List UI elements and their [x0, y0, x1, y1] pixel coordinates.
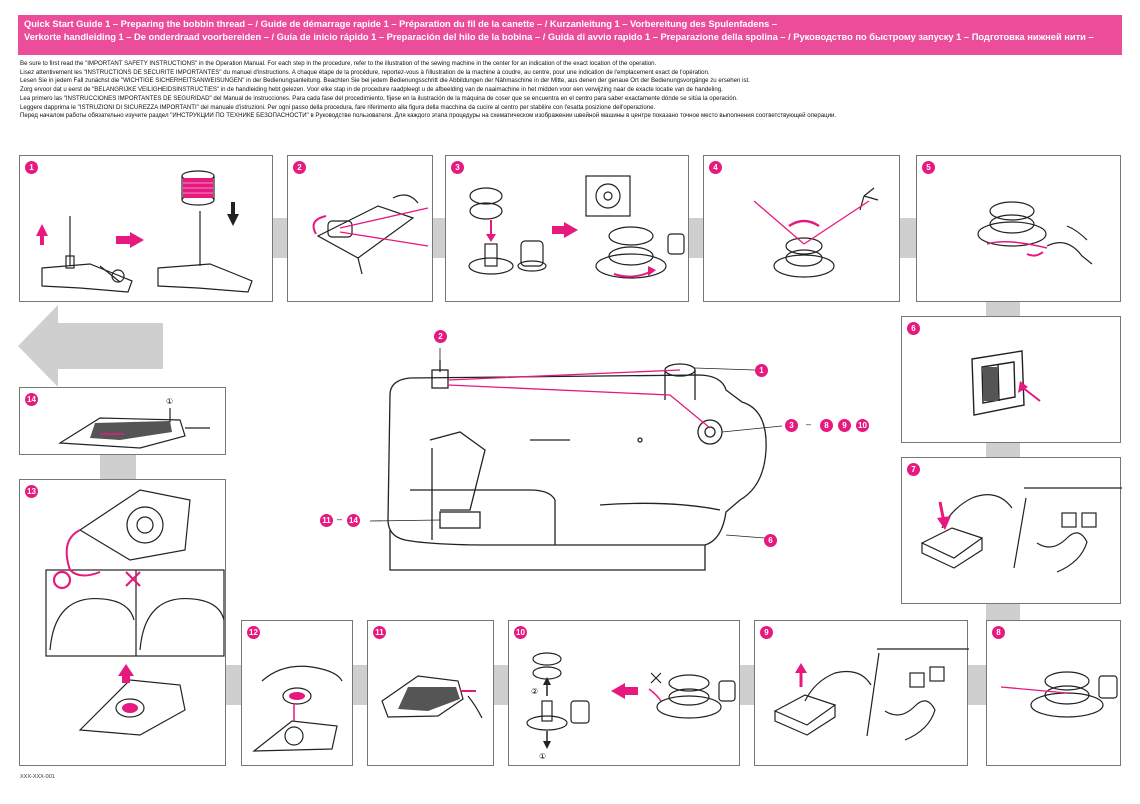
bobbin-removal-illustration: ② ①	[526, 652, 736, 761]
step-1-badge: 1	[25, 161, 38, 174]
bobbin-thread-pull-illustration: ①	[58, 397, 210, 449]
bobbin-winding-illustration	[1000, 671, 1118, 718]
connector	[740, 665, 754, 705]
step-11-badge: 11	[373, 626, 386, 639]
intro-line-it: Leggere dapprima le "ISTRUZIONI DI SICUR…	[20, 103, 656, 111]
connector	[986, 302, 1020, 316]
machine-label-14: 14	[347, 514, 360, 527]
spool-pin-illustration	[36, 170, 253, 293]
step-10-mark-1: ①	[539, 752, 546, 761]
step-9-badge: 9	[760, 626, 773, 639]
intro-line-ru: Перед началом работы обязательно изучите…	[20, 112, 837, 120]
thread-guide-illustration	[312, 194, 429, 275]
step-3-panel: 3	[445, 155, 689, 302]
sewing-machine-illustration	[370, 348, 783, 571]
step-7-badge: 7	[907, 463, 920, 476]
machine-label-2: 2	[434, 330, 447, 343]
step-12-panel: 12	[241, 620, 353, 766]
machine-label-dash: –	[806, 419, 812, 429]
step-11-panel: 11	[367, 620, 494, 766]
step-14-badge: 14	[25, 393, 38, 406]
bobbin-cover-illustration	[381, 675, 483, 719]
step-3-badge: 3	[451, 161, 464, 174]
intro-line-en: Be sure to first read the "IMPORTANT SAF…	[20, 60, 657, 67]
connector	[433, 218, 445, 258]
intro-line-fr: Lisez attentivement les "INSTRUCTIONS DE…	[20, 68, 710, 76]
intro-line-de: Lesen Sie in jedem Fall zunächst die "WI…	[20, 77, 750, 85]
machine-label-1: 1	[755, 364, 768, 377]
step-4-panel: 4	[703, 155, 900, 302]
step-14-mark: ①	[166, 397, 173, 406]
connector	[968, 665, 986, 705]
step-10-badge: 10	[514, 626, 527, 639]
step-5-badge: 5	[922, 161, 935, 174]
machine-label-8: 8	[820, 419, 833, 432]
arrow-left-icon	[18, 305, 163, 387]
machine-label-6: 6	[764, 534, 777, 547]
step-10-mark-2: ②	[531, 687, 538, 696]
foot-controller-illustration	[920, 487, 1122, 573]
bobbin-insert-illustration	[252, 665, 343, 752]
step-9-panel: 9	[754, 620, 969, 766]
step-2-panel: 2	[287, 155, 433, 302]
title-line-1: Quick Start Guide 1 – Preparing the bobb…	[24, 19, 778, 29]
connector	[689, 218, 703, 258]
step-8-badge: 8	[992, 626, 1005, 639]
step-6-panel: 6	[901, 316, 1121, 443]
machine-label-11: 11	[320, 514, 333, 527]
connector	[900, 218, 916, 258]
step-4-badge: 4	[709, 161, 722, 174]
guide-title-banner: Quick Start Guide 1 – Preparing the bobb…	[18, 15, 1122, 55]
bobbin-placement-illustration	[468, 175, 685, 279]
safety-intro-text: Be sure to first read the "IMPORTANT SAF…	[20, 60, 1120, 121]
connector	[986, 443, 1020, 457]
thread-winding-illustration	[753, 187, 879, 278]
connector	[986, 604, 1020, 620]
step-14-panel: 14 ①	[19, 387, 226, 455]
connector	[273, 218, 287, 258]
machine-label-3: 3	[785, 419, 798, 432]
machine-label-10: 10	[856, 419, 869, 432]
step-6-badge: 6	[907, 322, 920, 335]
bobbin-case-illustration	[45, 489, 225, 736]
correct-mark-icon	[52, 570, 72, 590]
step-13-panel: 13	[19, 479, 226, 766]
step-10-panel: 10 ② ①	[508, 620, 740, 766]
document-code: XXX-XXX-001	[20, 774, 55, 780]
power-switch-illustration	[971, 350, 1041, 416]
title-line-2: Verkorte handleiding 1 – De onderdraad v…	[24, 32, 1094, 42]
step-5-panel: 5	[916, 155, 1121, 302]
connector	[226, 665, 241, 705]
machine-label-dash-2: –	[337, 514, 343, 524]
connector	[494, 665, 508, 705]
step-13-badge: 13	[25, 485, 38, 498]
connector	[100, 455, 136, 479]
intro-line-nl: Zorg ervoor dat u eerst de "BELANGRIJKE …	[20, 86, 723, 94]
connector	[353, 665, 367, 705]
step-1-panel: 1	[19, 155, 273, 302]
step-2-badge: 2	[293, 161, 306, 174]
step-12-badge: 12	[247, 626, 260, 639]
step-7-panel: 7	[901, 457, 1122, 604]
incorrect-mark-icon	[125, 571, 141, 587]
foot-controller-release-illustration	[773, 648, 969, 741]
machine-label-9: 9	[838, 419, 851, 432]
thread-trim-illustration	[977, 201, 1093, 265]
intro-line-es: Lea primero las "INSTRUCCIONES IMPORTANT…	[20, 94, 738, 102]
step-8-panel: 8	[986, 620, 1121, 766]
